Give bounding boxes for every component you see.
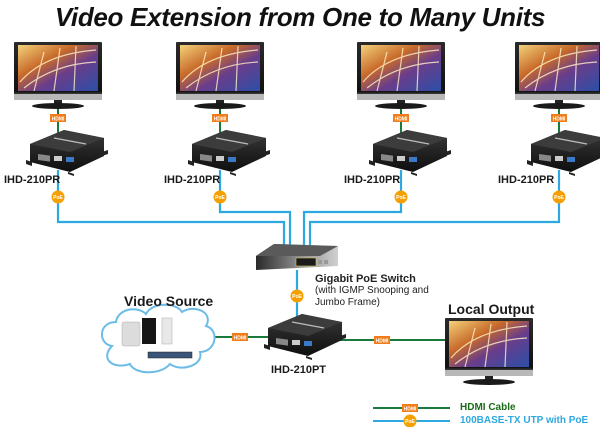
tv-3 (356, 41, 446, 110)
video-source-label: Video Source (124, 293, 214, 309)
transmitter (263, 313, 347, 361)
poe-badge-switch (290, 289, 304, 303)
switch-title: Gigabit PoE Switch (315, 273, 416, 285)
legend-utp-text: 100BASE-TX UTP with PoE (460, 415, 589, 426)
legend-hdmi-text: HDMI Cable (460, 402, 516, 413)
receiver-3 (368, 129, 452, 177)
poe-badge-4 (552, 190, 566, 204)
xbox-console-icon (161, 317, 173, 345)
hdmi-badge-4 (551, 114, 567, 123)
dvd-player-icon (147, 351, 193, 359)
poe-badge-1 (51, 190, 65, 204)
receiver-4 (526, 129, 600, 177)
legend (373, 404, 450, 427)
legend-hdmi-badge (402, 404, 418, 413)
utp-line-r2 (218, 170, 292, 252)
tv-4 (514, 41, 600, 110)
switch-feature-line-1: (with IGMP Snooping and (315, 285, 429, 296)
transmitter-label: IHD-210PT (271, 364, 327, 376)
receiver-label-4: IHD-210PR (498, 174, 555, 186)
hdmi-badge-source (232, 333, 248, 342)
video-source-devices (121, 317, 193, 359)
video-source-cloud (101, 303, 216, 374)
poe-badge-3 (394, 190, 408, 204)
hdmi-badge-1 (50, 114, 66, 123)
switch-caption: Gigabit PoE Switch (with IGMP Snooping a… (315, 273, 429, 309)
tv-1 (13, 41, 103, 110)
poe-badge-2 (213, 190, 227, 204)
apple-tv-icon (121, 321, 141, 347)
receiver-2 (187, 129, 271, 177)
local-output-tv (444, 317, 534, 386)
game-console-icon (142, 318, 156, 344)
legend-poe-badge (403, 414, 417, 427)
receiver-label-3: IHD-210PR (344, 174, 401, 186)
receiver-label-2: IHD-210PR (164, 174, 221, 186)
hdmi-badge-local (374, 336, 390, 345)
hdmi-badge-2 (212, 114, 228, 123)
poe-switch (256, 244, 338, 270)
switch-feature-line-2: Jumbo Frame) (315, 297, 381, 308)
diagram-title: Video Extension from One to Many Units (54, 2, 546, 32)
receiver-1 (25, 129, 109, 177)
hdmi-badge-3 (393, 114, 409, 123)
tv-2 (175, 41, 265, 110)
receiver-label-1: IHD-210PR (4, 174, 61, 186)
local-output-label: Local Output (448, 301, 535, 317)
